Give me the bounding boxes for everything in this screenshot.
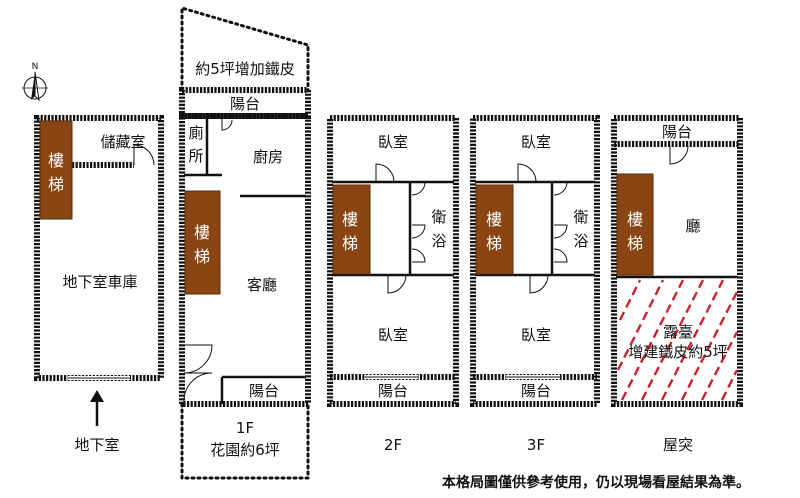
floor1-balcony-top-label: 陽台	[230, 95, 260, 113]
floor1-garden-caption: 花園約6坪	[210, 441, 280, 459]
floor2-bath-label: 衛浴	[431, 208, 446, 250]
floor3-caption: 3F	[527, 436, 545, 454]
floor3-stairs-label: 樓梯	[486, 210, 502, 253]
basement-stairs-label: 樓梯	[48, 151, 64, 194]
roof-stairs	[616, 173, 654, 276]
north-arrow-icon	[22, 71, 48, 102]
floor1-toilet-label: 廁所	[188, 124, 203, 165]
roof-hall-label: 廳	[685, 217, 700, 235]
roof-terrace-label: 露臺	[663, 323, 693, 341]
disclaimer-text: 本格局圖僅供參考使用，仍以現場看屋結果為準。	[442, 474, 750, 491]
floor2-caption: 2F	[384, 436, 402, 454]
floor3-balcony-label: 陽台	[521, 382, 551, 400]
floor1-kitchen-label: 廚房	[253, 148, 283, 166]
floor1-living-label: 客廳	[247, 276, 277, 294]
roof-caption: 屋突	[663, 436, 693, 454]
floor1-caption: 1F	[236, 419, 254, 437]
floor1-balcony-bottom-label: 陽台	[249, 382, 279, 400]
compass-label: N	[32, 62, 39, 72]
floor1-extension-label: 約5坪增加鐵皮	[195, 60, 295, 78]
terrace-hatch	[616, 279, 739, 401]
roof-balcony-label: 陽台	[662, 123, 692, 141]
floor2-bedroom-bottom-label: 臥室	[378, 326, 408, 344]
floor3-bedroom-bottom-label: 臥室	[521, 326, 551, 344]
basement-garage-label: 地下室車庫	[62, 273, 137, 291]
floor3-stairs	[475, 184, 514, 275]
floor2-balcony-label: 陽台	[378, 382, 408, 400]
floor1-plan	[179, 5, 311, 480]
basement-storage-label: 儲藏室	[100, 133, 145, 151]
entrance-arrow-icon	[90, 390, 104, 426]
floor3-plan	[470, 115, 600, 407]
roof-stairs-label: 樓梯	[627, 210, 643, 253]
floor2-plan	[327, 115, 459, 407]
floor2-bedroom-top-label: 臥室	[378, 133, 408, 151]
basement-stairs	[39, 120, 73, 220]
floor1-stairs-label: 樓梯	[194, 223, 210, 266]
roof-terrace-note: 增建鐵皮約5坪	[628, 343, 728, 361]
floor2-stairs-label: 樓梯	[342, 210, 358, 253]
basement-caption: 地下室	[74, 436, 119, 454]
floor3-bath-label: 衛浴	[573, 208, 588, 250]
floor2-stairs	[332, 184, 371, 275]
floor3-bedroom-top-label: 臥室	[521, 133, 551, 151]
floor1-stairs	[184, 190, 221, 295]
basement-plan	[34, 115, 164, 381]
roof-plan	[611, 115, 743, 407]
